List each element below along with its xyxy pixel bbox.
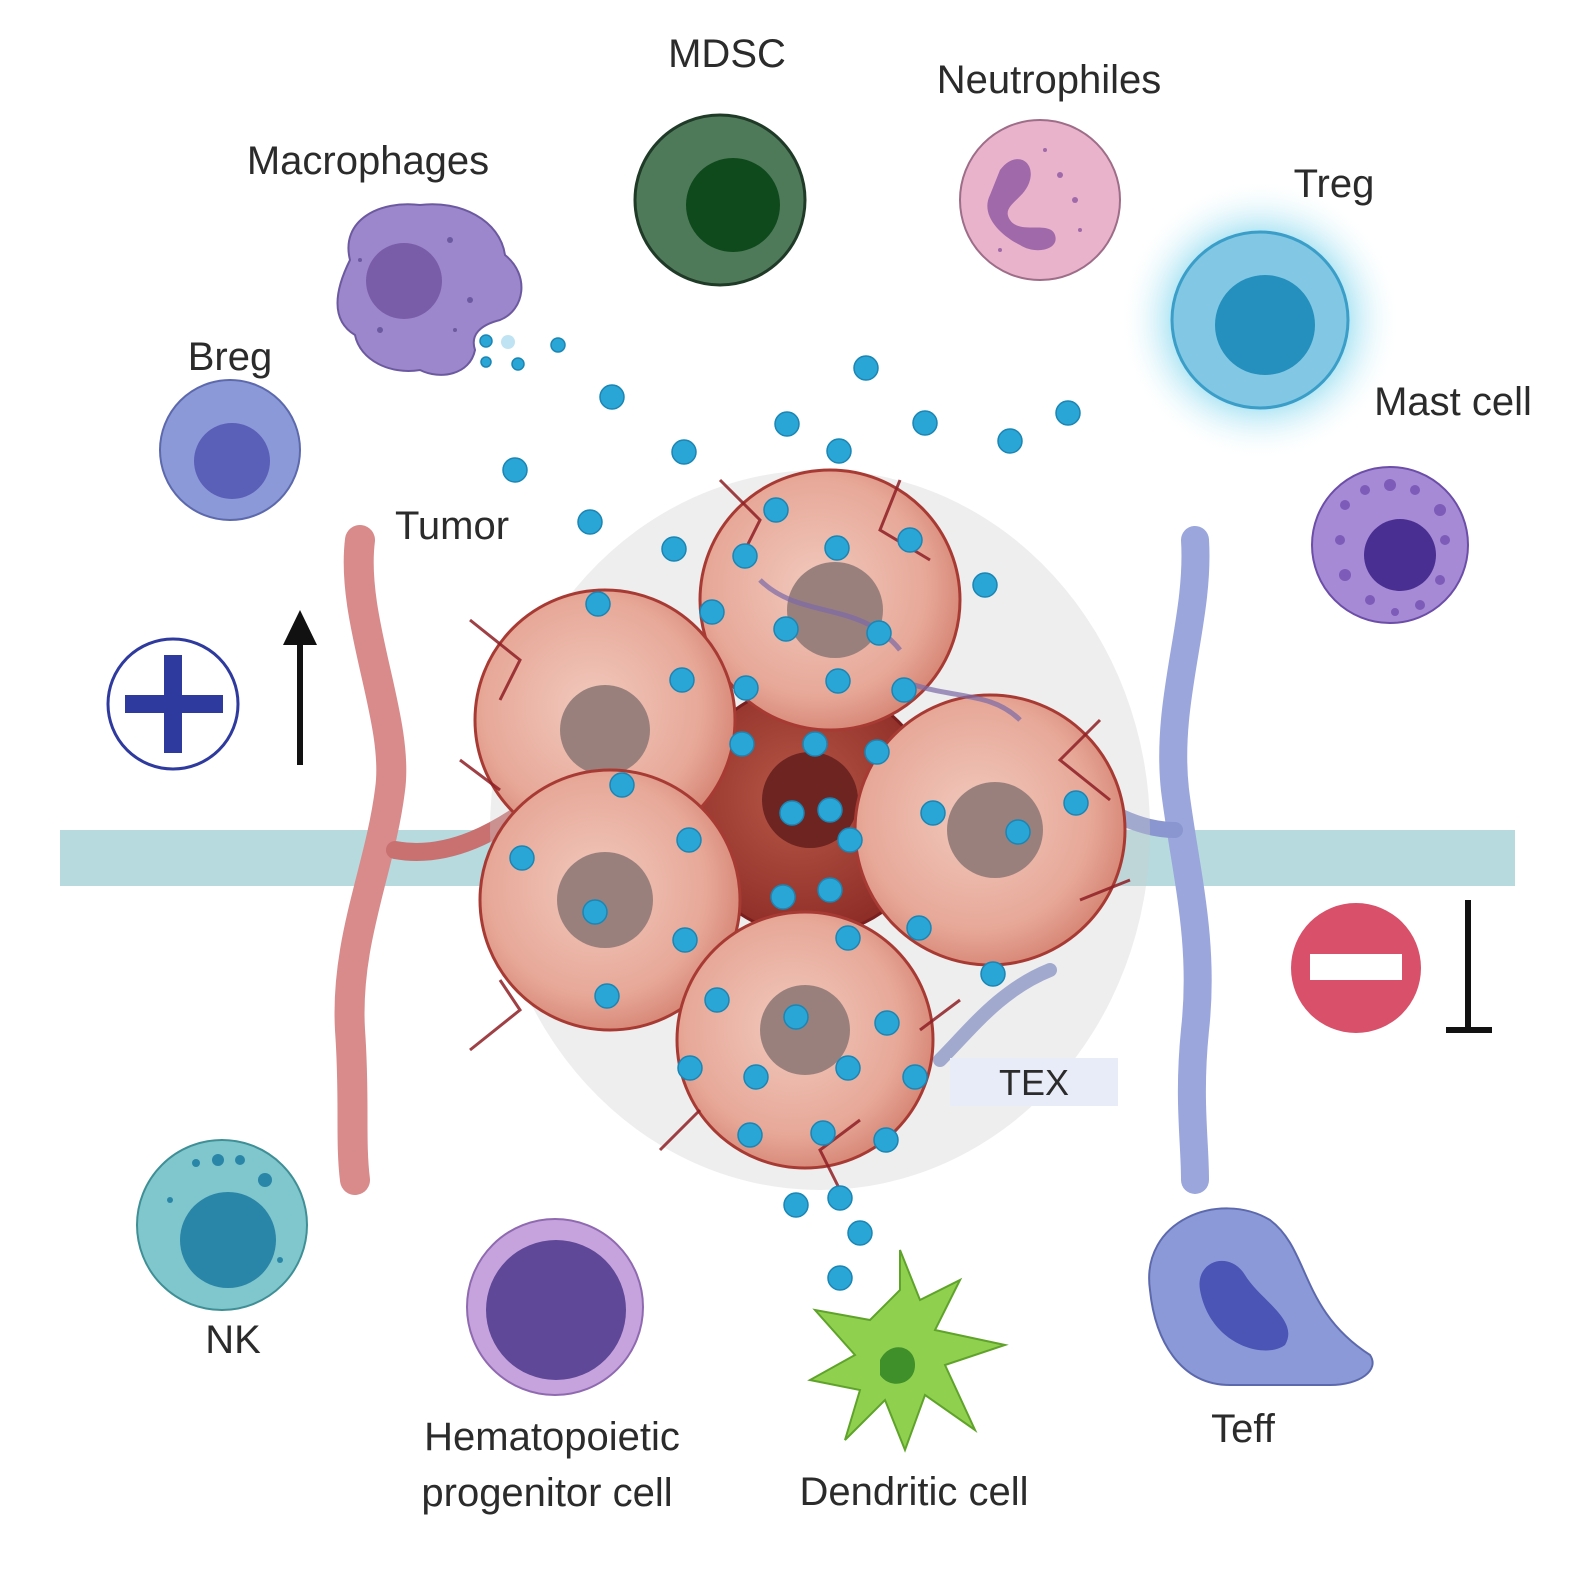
breg-cell [159,379,301,521]
label-mast-cell: Mast cell [1374,380,1532,424]
treg-cell [1120,180,1400,460]
minus-symbol [1291,903,1421,1033]
artery-vessel [334,525,407,1195]
vein-branch-lower [933,963,1057,1067]
label-mdsc: MDSC [668,32,786,76]
label-teff: Teff [1211,1407,1276,1451]
hematopoietic-progenitor-cell [466,1218,644,1396]
teff-cell [1148,1207,1374,1386]
label-breg: Breg [188,335,273,379]
label-macrophages: Macrophages [247,139,489,183]
label-hematopoietic-line2: progenitor cell [421,1471,672,1515]
tex-box [950,1058,1118,1106]
label-neutrophiles: Neutrophiles [937,58,1162,102]
up-arrow-icon [283,610,317,765]
nk-cell [136,1139,308,1311]
vein-vessel [1159,526,1212,1194]
exosome-particles [479,334,1089,1291]
tumor-cluster [459,468,1150,1191]
label-tex: TEX [999,1062,1069,1103]
inhibition-bar-icon [1446,900,1492,1033]
mdsc-cell [633,113,807,287]
dendritic-cell [807,1249,1009,1453]
label-dendritic-cell: Dendritic cell [800,1470,1029,1514]
exosome-release-light [501,335,515,349]
label-nk: NK [205,1318,261,1362]
label-hematopoietic-line1: Hematopoietic [424,1415,680,1459]
label-tumor: Tumor [395,504,509,548]
mast-cell [1311,466,1469,624]
label-treg: Treg [1294,162,1375,206]
macrophage-cell [336,203,523,376]
neutrophil-cell [959,119,1121,281]
plus-symbol [106,637,240,771]
